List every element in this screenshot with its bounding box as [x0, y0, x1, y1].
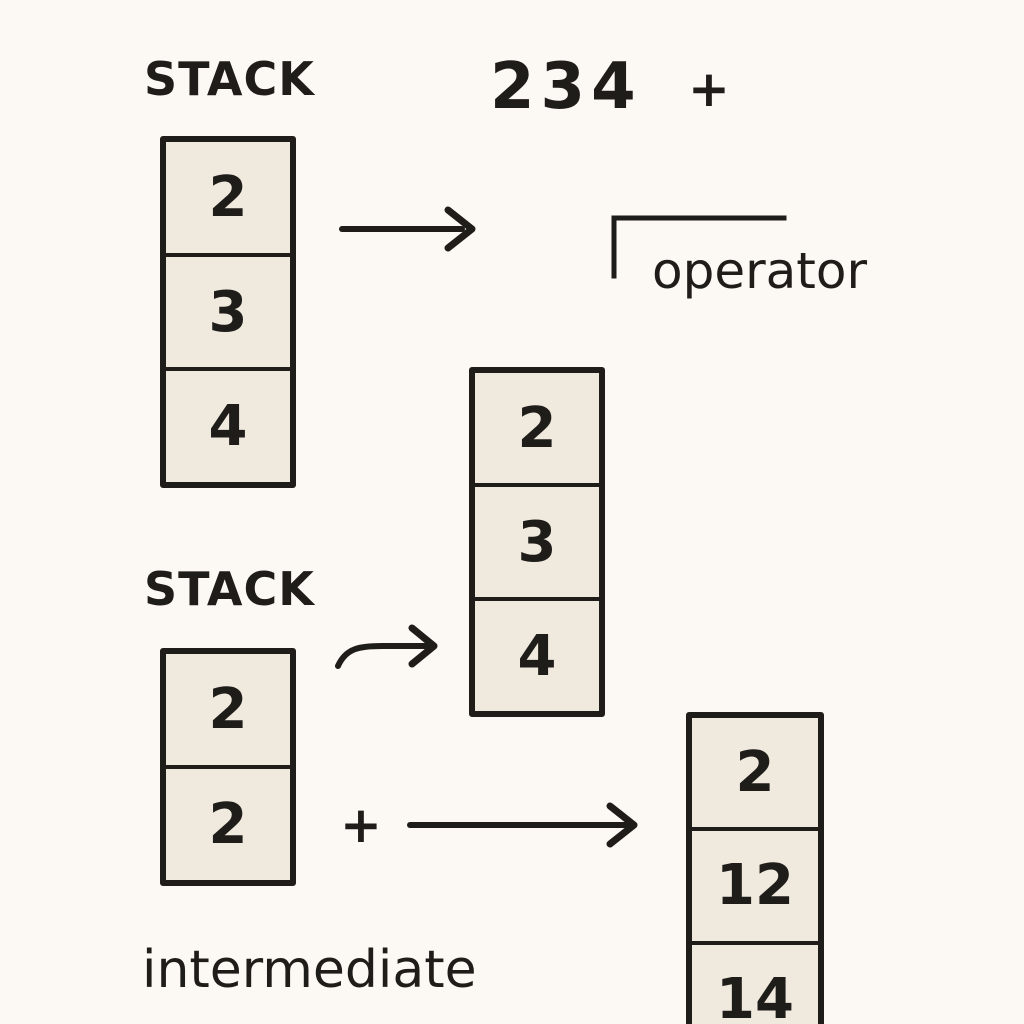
expression-operator: + — [688, 60, 730, 118]
long-arrow-right-icon — [407, 802, 638, 848]
stack-cell: 2 — [166, 769, 290, 880]
stack-title-2: STACK — [144, 562, 315, 616]
arrow-right-icon — [339, 206, 476, 252]
stack-4: 2 12 14 — [686, 712, 824, 1024]
stack-cell: 14 — [692, 944, 818, 1024]
stack-1: 2 3 4 — [160, 136, 296, 488]
stack-3: 2 2 — [160, 648, 296, 886]
stack-cell: 4 — [166, 371, 290, 483]
curved-arrow-icon — [335, 624, 438, 669]
stack-4-clip: 2 12 14 — [686, 712, 824, 1024]
stack-cell: 4 — [475, 601, 599, 711]
expression-digits: 234 — [490, 50, 642, 124]
stack-title-1: STACK — [144, 52, 315, 106]
operator-label: operator — [652, 242, 868, 300]
stack-cell: 2 — [166, 654, 290, 765]
stack-cell: 2 — [166, 142, 290, 253]
stack-cell: 2 — [692, 718, 818, 828]
plus-operator-label: + — [340, 796, 382, 854]
stack-cell: 3 — [475, 487, 599, 597]
stack-cell: 3 — [166, 256, 290, 368]
stack-cell: 2 — [475, 373, 599, 483]
stack-cell: 12 — [692, 831, 818, 941]
stack-2: 2 3 4 — [469, 367, 605, 717]
intermediate-label: intermediate — [142, 940, 477, 1000]
